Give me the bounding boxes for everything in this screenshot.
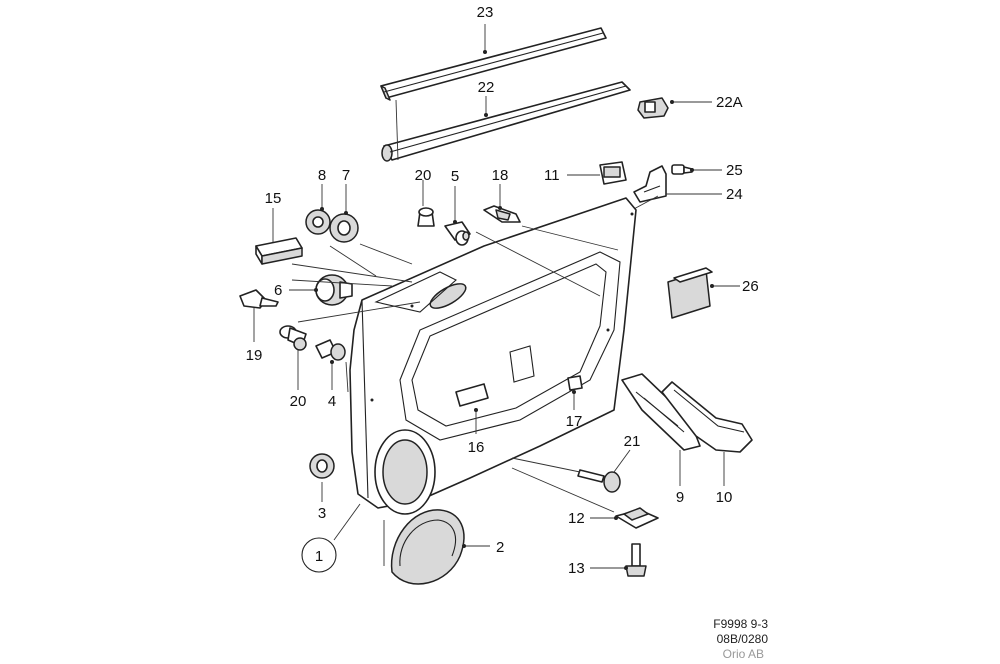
callout-5: 5 <box>451 168 459 185</box>
callout-24: 24 <box>726 186 743 203</box>
part-3-grommet <box>309 453 335 479</box>
part-15-foam-pad <box>255 237 303 265</box>
callout-20-upper: 20 <box>415 167 432 184</box>
figure-code: F9998 9-3 <box>713 617 768 631</box>
part-5-push-pin <box>444 221 471 246</box>
callout-21: 21 <box>624 433 641 450</box>
part-10-armrest <box>661 381 753 453</box>
copyright: Orio AB <box>723 647 764 661</box>
callout-16: 16 <box>468 439 485 456</box>
part-23-window-strip-outer <box>380 27 607 101</box>
part-22a-clip <box>637 97 669 119</box>
part-2-speaker-grille <box>390 509 465 585</box>
callout-12: 12 <box>568 510 585 527</box>
callout-18: 18 <box>492 167 509 184</box>
callout-8: 8 <box>318 167 326 184</box>
callout-23: 23 <box>477 4 494 21</box>
part-20-clip-lower <box>279 325 307 351</box>
callout-6: 6 <box>274 282 282 299</box>
part-20-clip-upper <box>417 207 435 227</box>
part-11-switch-housing <box>599 161 627 185</box>
callout-1: 1 <box>315 548 323 565</box>
part-25-screw <box>671 164 693 175</box>
part-24-bracket <box>633 165 667 203</box>
part-22-window-strip-inner <box>381 81 631 162</box>
callout-4: 4 <box>328 393 336 410</box>
callout-22a: 22A <box>716 94 743 111</box>
callout-25: 25 <box>726 162 743 179</box>
callout-20-lower: 20 <box>290 393 307 410</box>
figure-ref: 08B/0280 <box>717 632 769 646</box>
part-7-grommet <box>329 213 359 243</box>
part-9-armrest-bracket <box>621 373 701 451</box>
part-13-bolt <box>625 543 647 577</box>
part-18-clip <box>483 205 521 223</box>
part-21-screw <box>577 469 621 493</box>
callout-10: 10 <box>716 489 733 506</box>
callout-19: 19 <box>246 347 263 364</box>
part-26-cover-plate <box>667 267 713 319</box>
callout-9: 9 <box>676 489 684 506</box>
callout-2: 2 <box>496 539 504 556</box>
part-19-fir-tree-clip <box>239 289 279 309</box>
callout-17: 17 <box>566 413 583 430</box>
callout-7: 7 <box>342 167 350 184</box>
part-8-washer <box>305 209 331 235</box>
part-6-handle-bushing <box>315 274 353 306</box>
callout-22: 22 <box>478 79 495 96</box>
callout-11: 11 <box>544 167 560 184</box>
callout-13: 13 <box>568 560 585 577</box>
callout-3: 3 <box>318 505 326 522</box>
callout-26: 26 <box>742 278 759 295</box>
part-12-clip-nut <box>615 507 659 529</box>
part-17-clip <box>567 375 583 391</box>
callout-1-circle <box>301 537 337 573</box>
part-4-screw <box>315 339 346 361</box>
part-1-door-trim-panel <box>349 197 637 515</box>
callout-15: 15 <box>265 190 282 207</box>
